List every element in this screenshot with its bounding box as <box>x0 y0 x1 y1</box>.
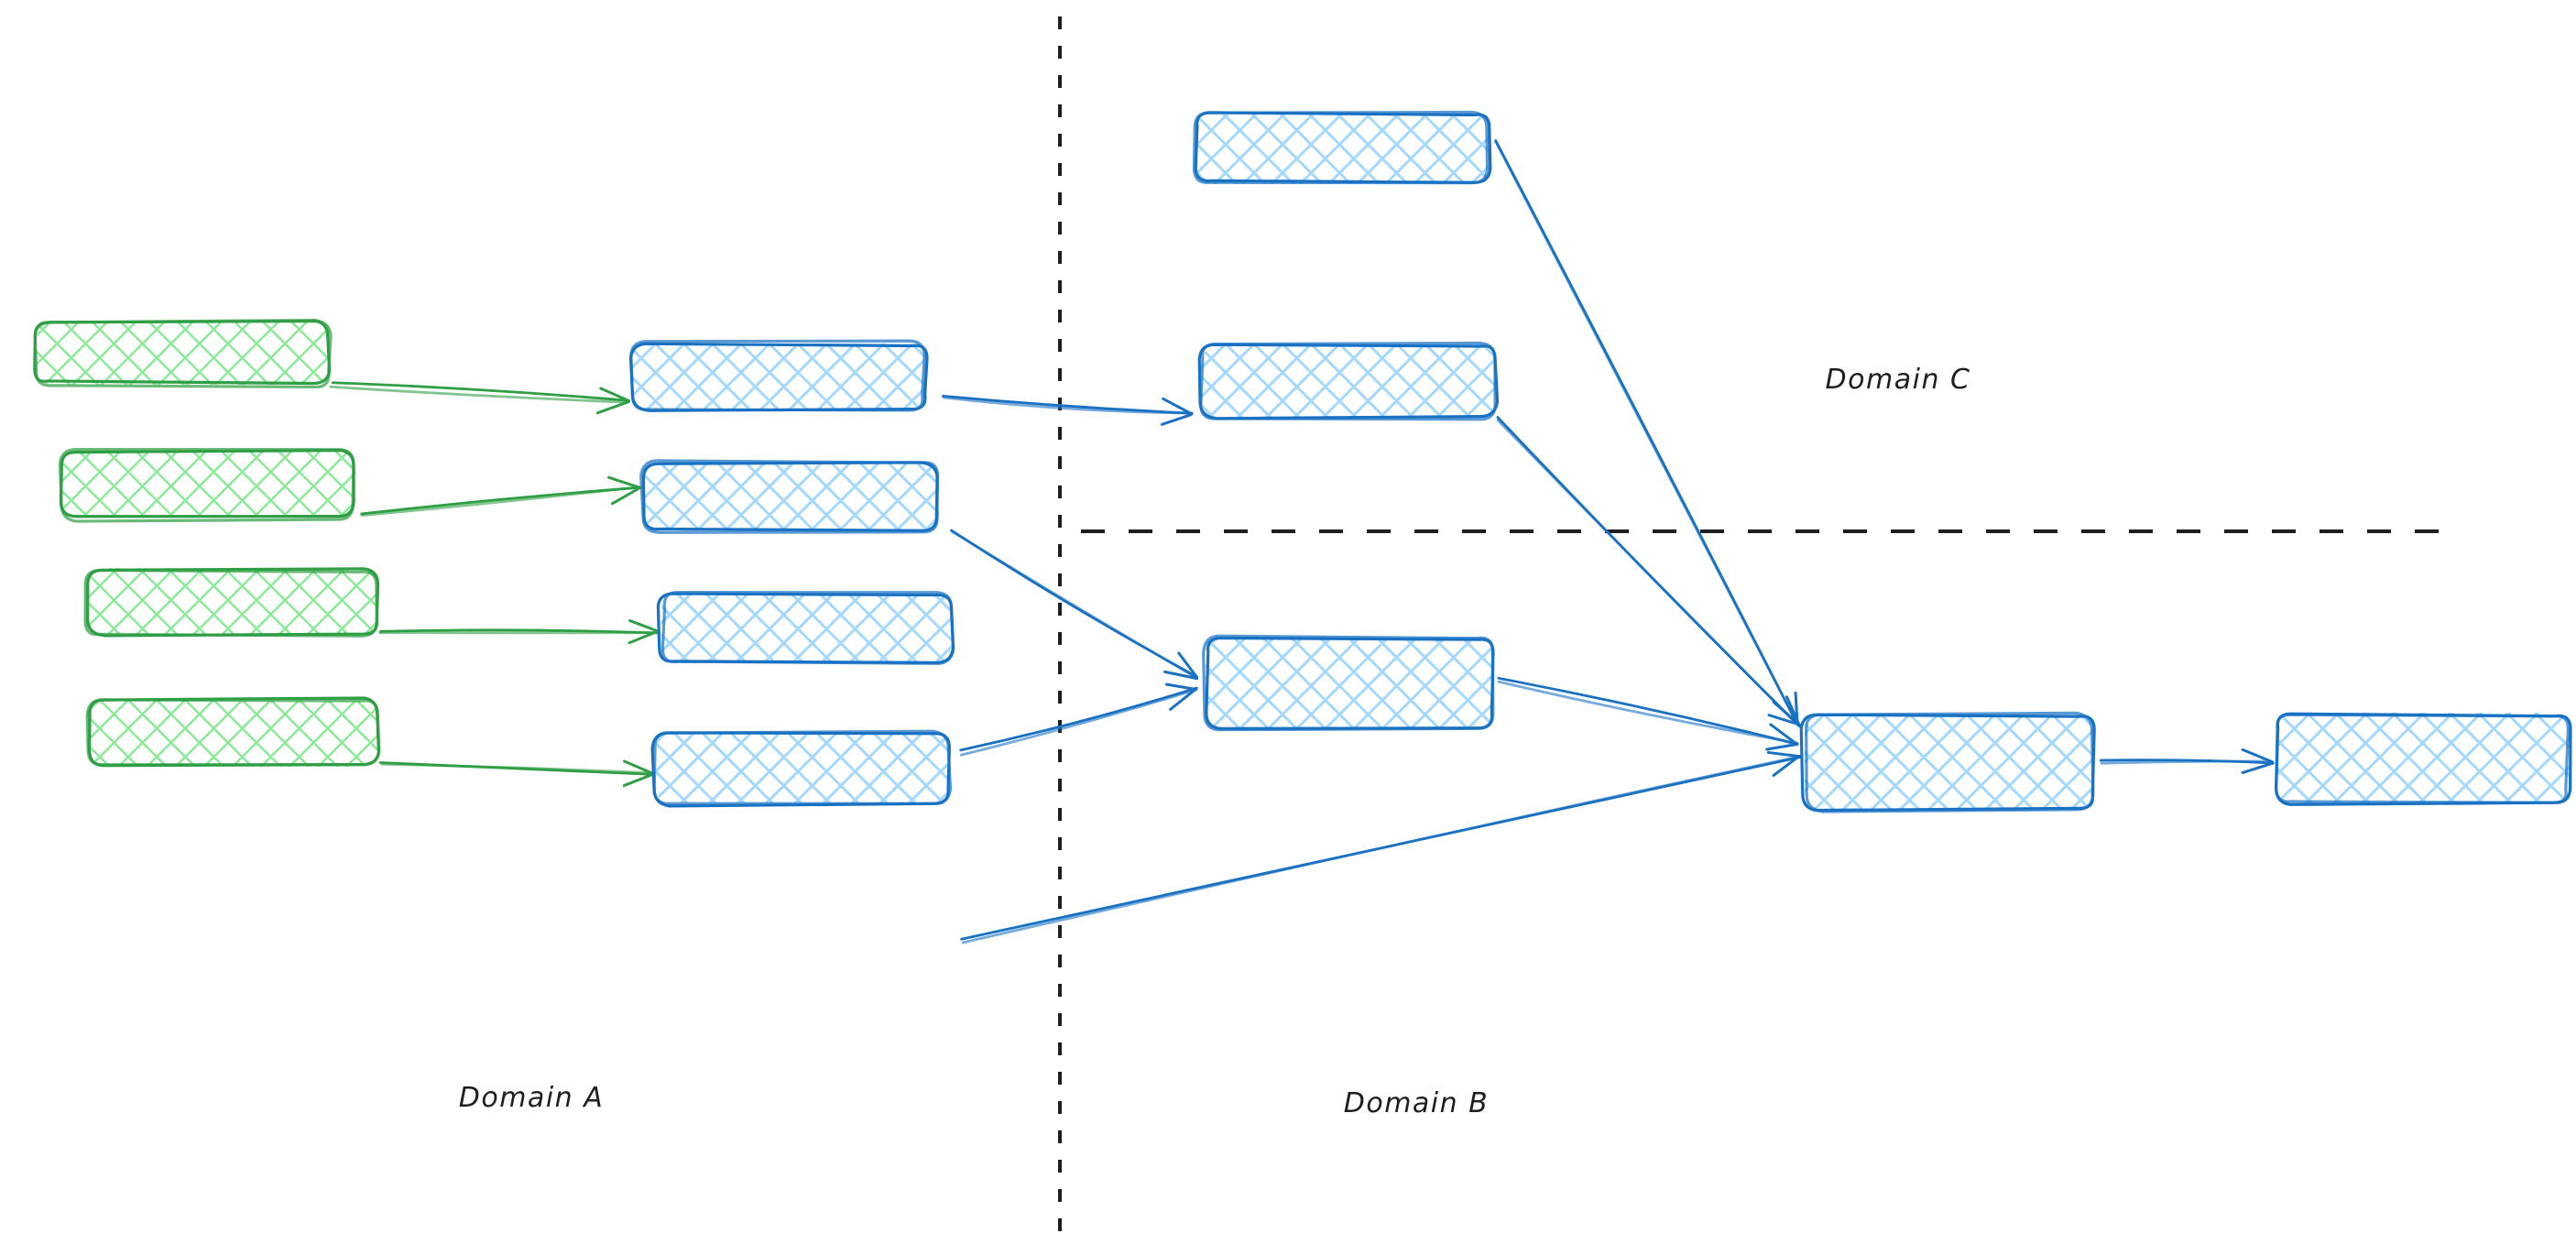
edge-edge-a4-b4 <box>378 759 655 788</box>
node-fill-b1 <box>632 344 925 411</box>
edge-arrowhead <box>1169 687 1197 711</box>
edge-edge-c2-d1 <box>1496 416 1802 728</box>
node-box-b2[interactable] <box>639 459 940 534</box>
node-fill-b3 <box>661 594 953 661</box>
edge-arrowhead <box>1769 723 1799 747</box>
node-outline-a3 <box>86 567 380 638</box>
edge-edge-b2-c3 <box>950 529 1199 681</box>
edge-line <box>331 381 630 402</box>
node-fill-c3 <box>1206 638 1493 729</box>
node-box-c2[interactable] <box>1197 341 1500 421</box>
node-box-c3[interactable] <box>1202 634 1495 732</box>
edge-line <box>1496 419 1800 727</box>
edge-line <box>380 762 655 775</box>
node-fill-a4 <box>87 701 377 767</box>
edge-edge-c1-d1 <box>1494 139 1799 726</box>
edge-arrowhead <box>628 629 660 645</box>
edge-arrowhead <box>1177 651 1198 679</box>
node-box-a1[interactable] <box>33 318 333 389</box>
node-outline-a1 <box>33 318 333 389</box>
node-outline-e1 <box>2275 713 2570 804</box>
edge-edge-a1-b1 <box>329 381 631 415</box>
edge-line <box>2100 759 2273 765</box>
edge-arrowhead <box>622 773 653 788</box>
edge-arrowhead <box>1162 397 1194 416</box>
edge-arrowhead <box>1785 695 1802 728</box>
edge-edge-a3-b3 <box>378 619 660 645</box>
node-box-b3[interactable] <box>656 591 955 665</box>
edge-line <box>360 486 641 518</box>
node-fill-a3 <box>87 568 377 634</box>
label-domain-b: Domain B <box>1344 1087 1490 1119</box>
node-fill-c1 <box>1195 115 1489 184</box>
node-layer <box>33 110 2572 813</box>
edge-arrowhead <box>2241 748 2274 764</box>
edge-arrowhead <box>1765 742 1798 751</box>
node-fill-a2 <box>62 452 355 518</box>
edge-arrowhead <box>1160 413 1193 426</box>
edge-edge-c3-d1 <box>1497 676 1799 751</box>
node-outline-a2 <box>58 447 355 523</box>
node-fill-a1 <box>37 321 330 385</box>
edge-arrowhead <box>1767 714 1801 726</box>
edge-line <box>951 529 1199 680</box>
node-outline-a3 <box>83 568 379 638</box>
edge-arrowhead <box>607 475 641 489</box>
edge-arrowhead <box>623 759 654 775</box>
edge-layer <box>329 139 2275 944</box>
node-outline-b3 <box>660 591 955 665</box>
edge-line <box>942 396 1193 415</box>
node-box-a3[interactable] <box>83 567 380 638</box>
edge-line <box>959 688 1198 757</box>
edge-arrowhead <box>2241 761 2275 774</box>
node-outline-a4 <box>85 698 381 767</box>
node-outline-b4 <box>652 729 953 805</box>
node-outline-b2 <box>639 459 940 534</box>
node-fill-e1 <box>2278 713 2570 804</box>
node-outline-b2 <box>641 461 939 532</box>
node-fill-c2 <box>1202 346 1495 418</box>
edge-line <box>941 395 1194 415</box>
edge-edge-b4-d1 <box>960 750 1803 944</box>
edge-edge-a2-b2 <box>360 475 642 518</box>
edge-edge-b1-c2 <box>941 395 1194 426</box>
node-fill-b2 <box>644 463 939 530</box>
label-domain-a: Domain A <box>459 1082 604 1114</box>
edge-arrowhead <box>1772 754 1801 777</box>
domain-label-layer: Domain A Domain B Domain C <box>459 364 1971 1119</box>
edge-line <box>961 755 1802 944</box>
edge-arrowhead <box>595 400 630 415</box>
node-box-b1[interactable] <box>628 339 929 412</box>
edge-line <box>1497 680 1799 745</box>
node-outline-b1 <box>629 339 926 412</box>
node-box-b4[interactable] <box>650 729 953 808</box>
node-outline-d1 <box>1805 711 2095 813</box>
edge-arrowhead <box>599 387 631 403</box>
edge-arrowhead <box>1163 670 1198 681</box>
edge-line <box>329 385 629 404</box>
divider-layer <box>1058 16 2460 1242</box>
edge-line <box>1497 676 1799 746</box>
edge-edge-b3-c3 <box>959 682 1198 757</box>
node-box-d1[interactable] <box>1799 711 2096 813</box>
node-fill-b4 <box>656 733 949 802</box>
node-outline-c3 <box>1202 634 1495 732</box>
node-box-c1[interactable] <box>1192 110 1492 185</box>
node-outline-c1 <box>1192 110 1490 185</box>
node-box-e1[interactable] <box>2275 712 2572 806</box>
edge-arrowhead <box>628 619 660 633</box>
node-outline-c2 <box>1199 341 1497 421</box>
node-fill-d1 <box>1805 715 2092 810</box>
edge-edge-d1-e1 <box>2099 748 2275 774</box>
node-box-a2[interactable] <box>58 447 355 523</box>
edge-line <box>1494 140 1799 726</box>
edge-arrowhead <box>1766 750 1803 758</box>
node-box-a4[interactable] <box>85 696 381 768</box>
edge-line <box>959 686 1198 752</box>
edge-arrowhead <box>1164 682 1198 692</box>
edge-arrowhead <box>610 486 642 506</box>
label-domain-c: Domain C <box>1826 364 1971 396</box>
